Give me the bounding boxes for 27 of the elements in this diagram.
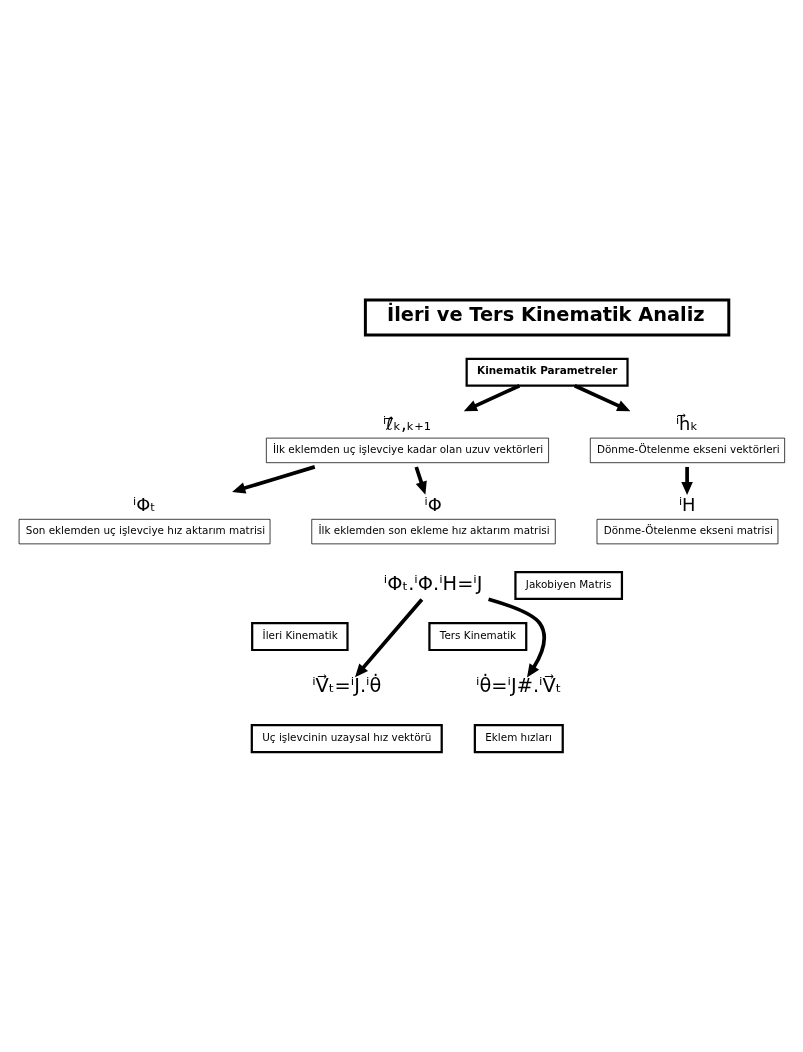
node-label: ⁱΦₜ [133, 494, 156, 516]
node-box: Jakobiyen Matris [514, 571, 624, 601]
arrow [414, 466, 427, 495]
arrow [488, 597, 546, 678]
arrow [232, 465, 316, 494]
node-label: ⁱh⃗ₖ [675, 413, 699, 435]
node-box: İleri Kinematik [251, 622, 349, 652]
node-box: Son eklemden uç işlevciye hız aktarım matrisi [18, 518, 271, 545]
node-box: Dönme-Ötelenme ekseni matrisi [596, 518, 779, 545]
node-label: ⁱH [678, 494, 696, 516]
node-label: ⁱℓ⃗ₖ,ₖ₊₁ [382, 413, 431, 435]
node-text: ⁱθ̇=ⁱJ#.ⁱV⃗ₜ [476, 674, 562, 698]
node-box: Dönme-Ötelenme ekseni vektörleri [589, 437, 786, 464]
node-box: İleri ve Ters Kinematik Analiz [363, 298, 731, 337]
node-box: Kinematik Parametreler [465, 357, 629, 387]
arrow [355, 598, 424, 678]
node-box: Eklem hızları [473, 724, 564, 754]
node-box: İlk eklemden uç işlevciye kadar olan uzuv vektörleri [265, 437, 549, 464]
arrow [573, 384, 631, 412]
arrow [681, 466, 693, 496]
node-text: ⁱV⃗ₜ=ⁱJ.ⁱθ̇ [312, 674, 382, 698]
node-box: Uç işlevcinin uzaysal hız vektörü [250, 724, 443, 754]
node-box: Ters Kinematik [428, 622, 528, 652]
arrow [463, 384, 521, 412]
node-box: İlk eklemden son ekleme hız aktarım matrisi [311, 518, 556, 545]
node-text: ⁱΦₜ.ⁱΦ.ⁱH=ⁱJ [383, 572, 483, 596]
node-label: ⁱΦ [424, 494, 442, 516]
